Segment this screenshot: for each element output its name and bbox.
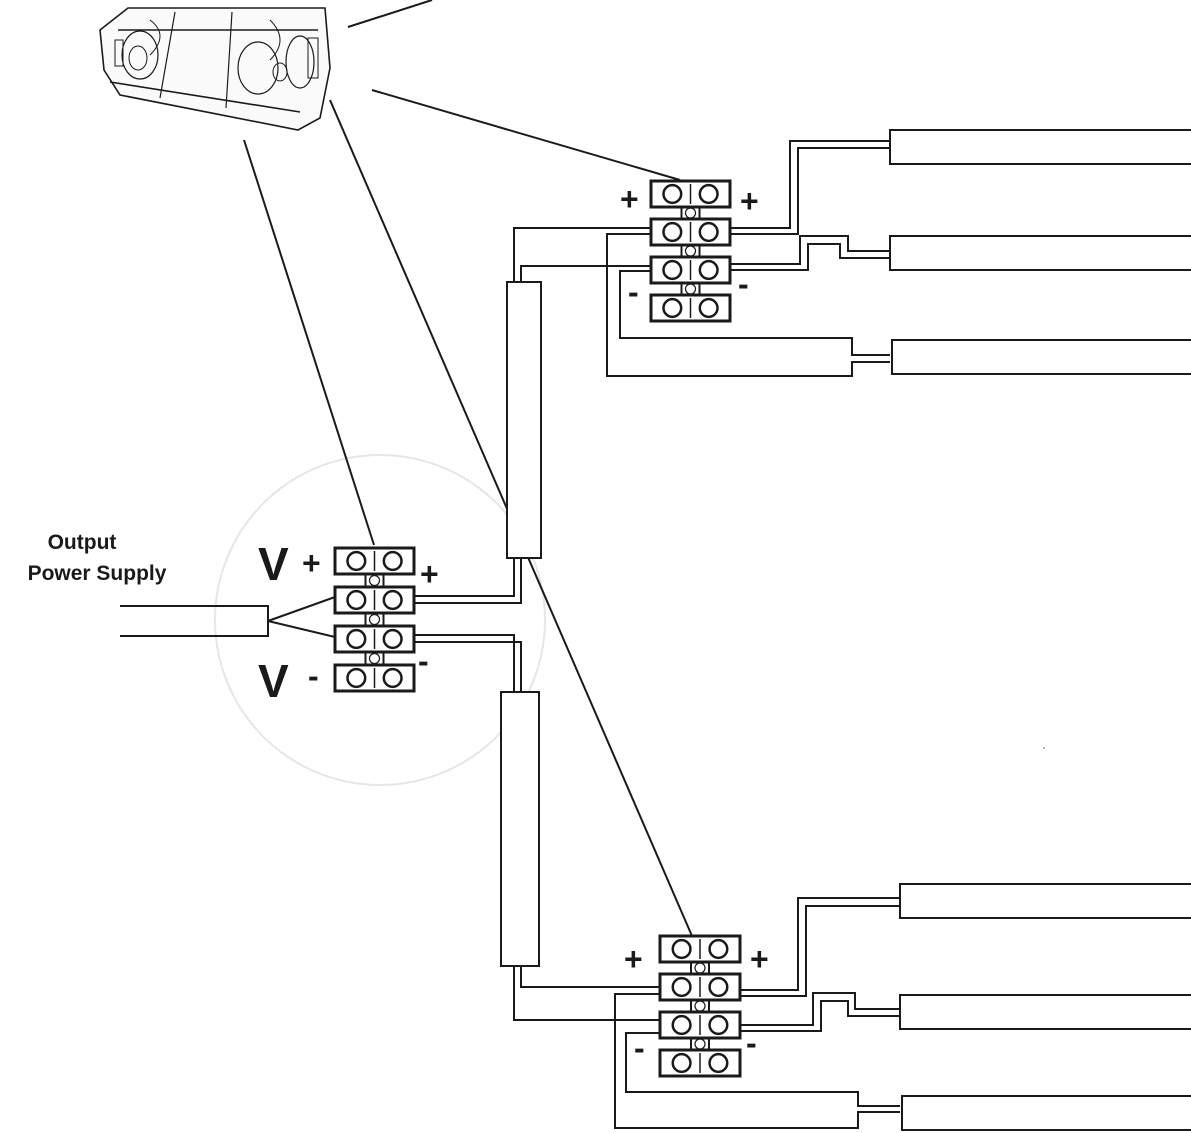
terminal-screw (708, 1052, 729, 1074)
trunk-cable-lower (500, 691, 540, 967)
terminal-screw (346, 589, 367, 611)
wires (120, 140, 900, 1129)
output-cable-2 (889, 235, 1191, 271)
terminal-screw (382, 550, 403, 572)
terminal-screw (346, 628, 367, 650)
supply-v-minus-letter: V (258, 655, 289, 707)
terminal-screw (662, 183, 683, 205)
output-cable-5 (899, 994, 1191, 1030)
terminal-screw (671, 1014, 692, 1036)
lower-left-minus: - (634, 1030, 645, 1066)
terminal-link-dot (368, 613, 381, 626)
terminal-screw (346, 667, 367, 689)
trunk-cable-upper (506, 281, 542, 559)
supply-right-minus: - (418, 643, 429, 679)
terminal-screw (662, 297, 683, 319)
terminal-block-supply (333, 546, 416, 693)
supply-v-plus-letter: V (258, 538, 289, 590)
terminal-link-dot (368, 652, 381, 665)
upper-left-minus: - (628, 274, 639, 310)
upper-right-minus: - (738, 266, 749, 302)
terminal-link-dot (368, 574, 381, 587)
stray-dot (1043, 747, 1045, 749)
terminal-screw (662, 221, 683, 243)
terminal-screw (698, 297, 719, 319)
terminal-screw (671, 976, 692, 998)
terminal-block-upper (649, 179, 732, 323)
leader-lines (243, 0, 693, 937)
output-cable-3 (891, 339, 1191, 375)
faint-background-circle (214, 454, 546, 786)
terminal-screw (698, 183, 719, 205)
supply-title-line2: Power Supply (28, 562, 167, 585)
terminal-link-dot (694, 1000, 706, 1012)
terminal-screw (382, 667, 403, 689)
terminal-screw (671, 1052, 692, 1074)
supply-right-plus: + (420, 556, 439, 592)
terminal-screw (346, 550, 367, 572)
junction-box-illustration (99, 7, 331, 131)
terminal-link-dot (684, 245, 697, 257)
terminal-screw (382, 628, 403, 650)
terminal-link-dot (684, 283, 697, 295)
supply-v-minus-sign: - (308, 658, 319, 694)
lower-right-plus: + (750, 941, 769, 977)
output-cables (889, 129, 1191, 1131)
upper-left-plus: + (620, 181, 639, 217)
supply-title-line1: Output (48, 531, 117, 554)
output-cable-4 (899, 883, 1191, 919)
terminal-screw (662, 259, 683, 281)
output-cable-1 (889, 129, 1191, 165)
terminal-screw (708, 938, 729, 960)
terminal-screw (708, 976, 729, 998)
terminal-link-dot (694, 962, 706, 974)
output-cable-6 (901, 1095, 1191, 1131)
terminal-screw (671, 938, 692, 960)
terminal-screw (708, 1014, 729, 1036)
terminal-screw (698, 259, 719, 281)
upper-right-plus: + (740, 183, 759, 219)
terminal-block-lower (658, 934, 742, 1078)
terminal-link-dot (694, 1038, 706, 1050)
lower-right-minus: - (746, 1025, 757, 1061)
terminal-screw (698, 221, 719, 243)
terminal-screw (382, 589, 403, 611)
supply-v-plus-sign: + (302, 545, 321, 581)
lower-left-plus: + (624, 941, 643, 977)
terminal-link-dot (684, 207, 697, 219)
